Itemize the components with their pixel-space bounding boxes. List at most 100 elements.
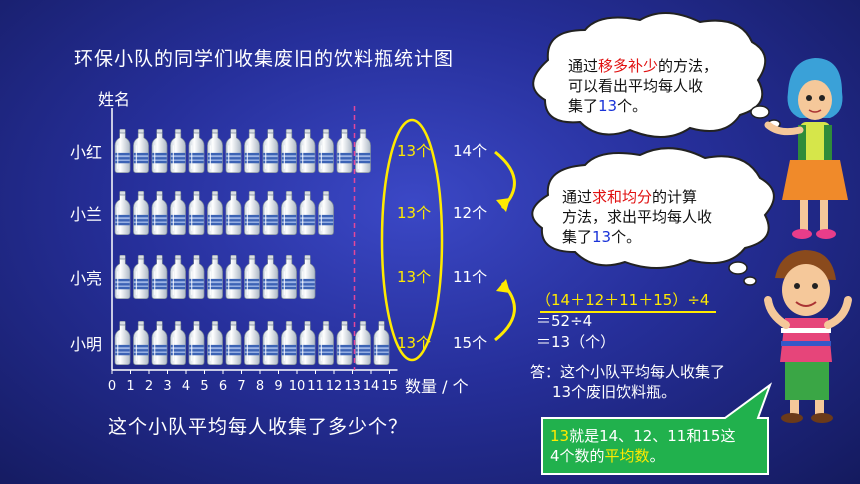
y-axis-label: 姓名 [98,90,131,109]
bottle-icon [336,128,353,174]
leveled-ellipse [380,118,444,362]
cloud2-line3c: 个。 [611,228,642,246]
x-tick-label: 0 [108,379,116,394]
value-label: 12个 [453,204,487,222]
cloud2-line3a: 集了 [562,228,593,246]
girl-character [764,58,848,239]
cloud1-line3c: 个。 [617,97,648,115]
cloud2-highlight: 求和均分 [592,188,653,206]
x-tick-label: 6 [219,379,227,394]
bottle-icon [225,190,242,236]
bottle-icon [114,254,131,300]
bottle-icon [243,190,261,236]
boy-character [764,250,852,423]
cloud2-text: 通过求和均分的计算 方法，求出平均每人收 集了13个。 [562,187,712,247]
x-tick-label: 12 [326,379,343,394]
bottle-icon [243,320,261,366]
x-tick-label: 9 [274,379,282,394]
x-tick-label: 11 [307,379,324,394]
calc-line3: ＝13（个） [536,333,616,351]
x-tick-label: 10 [289,379,306,394]
bottle-icon [299,254,316,300]
speech-note-box [541,382,773,475]
bottle-icon [114,128,131,174]
answer-text: 答：这个小队平均每人收集了 13个废旧饮料瓶。 [530,362,725,402]
value-label: 14个 [453,142,487,160]
bottle-icon [280,254,298,300]
chart-title: 环保小队的同学们收集废旧的饮料瓶统计图 [74,48,455,70]
bottle-icon [188,190,205,236]
bottle-icon [299,128,316,174]
bottle-icon [336,320,353,366]
x-tick-label: 4 [182,379,190,394]
bottle-icon [280,128,298,174]
bottle-icon [299,190,316,236]
x-tick-label: 5 [200,379,208,394]
bottle-icon [206,128,224,174]
x-tick-label: 15 [381,379,398,394]
bottle-icon [317,190,335,236]
category-label: 小亮 [70,269,102,288]
x-tick-label: 13 [344,379,361,394]
bottle-icon [169,320,187,366]
answer-line2: 13个废旧饮料瓶。 [552,383,677,401]
bottle-icon [132,320,150,366]
x-tick-label: 7 [237,379,245,394]
category-label: 小兰 [70,205,102,224]
value-label: 15个 [453,334,487,352]
note-text: 13就是14、12、11和15这 4个数的平均数。 [550,426,735,466]
bottle-icon [151,128,168,174]
bottle-icon [206,320,224,366]
value-label: 11个 [453,268,487,286]
leveled-label: 13个 [397,334,431,352]
bottle-icon [188,320,205,366]
note-line2a: 4个数的 [550,447,605,465]
bottle-icon [206,254,224,300]
bottle-icon [243,128,261,174]
cloud2-suffix: 的计算 [652,188,698,206]
bottle-icon [299,320,316,366]
question-text: 这个小队平均每人收集了多少个？ [108,416,409,438]
bottle-icon [114,190,131,236]
answer-line1: 答：这个小队平均每人收集了 [530,363,726,381]
cloud2-line2: 方法，求出平均每人收 [562,208,713,226]
bottle-icon [373,320,390,366]
x-tick-label: 2 [145,379,153,394]
bottle-icon [225,320,242,366]
category-label: 小明 [70,335,102,354]
calc-underline [540,311,716,313]
bottle-icon [169,128,187,174]
bottle-icon [280,190,298,236]
calc-line1: （14＋12＋11＋15）÷4 [536,291,710,309]
x-tick-label: 1 [126,379,134,394]
leveled-label: 13个 [397,268,431,286]
x-tick-label: 14 [363,379,380,394]
bottle-icon [280,320,298,366]
bottle-icon [262,128,279,174]
bottle-icon [169,254,187,300]
bottle-icon [132,254,150,300]
bottle-icon [151,320,168,366]
arrow-head [496,198,510,212]
bottle-icon [114,320,131,366]
cloud1-prefix: 通过 [568,57,599,75]
note-number: 13 [550,427,570,445]
cloud1-line2: 可以看出平均每人收 [568,77,704,95]
bottle-icon [354,128,372,174]
leveled-label: 13个 [397,204,431,222]
calculation: （14＋12＋11＋15）÷4 ＝52÷4 ＝13（个） [536,290,709,353]
cloud2-number: 13 [592,228,612,246]
x-tick-label: 3 [163,379,171,394]
bottle-icon [188,254,205,300]
bottle-icon [262,320,279,366]
arrow-head [496,279,510,293]
leveled-label: 13个 [397,142,431,160]
cloud1-number: 13 [598,97,618,115]
cloud1-text: 通过移多补少的方法， 可以看出平均每人收 集了13个。 [568,56,718,116]
note-line2c: 。 [649,447,665,465]
bottle-icon [151,254,168,300]
cloud1-line3a: 集了 [568,97,599,115]
thought-bubble-1 [532,11,767,139]
note-highlight: 平均数 [604,447,650,465]
